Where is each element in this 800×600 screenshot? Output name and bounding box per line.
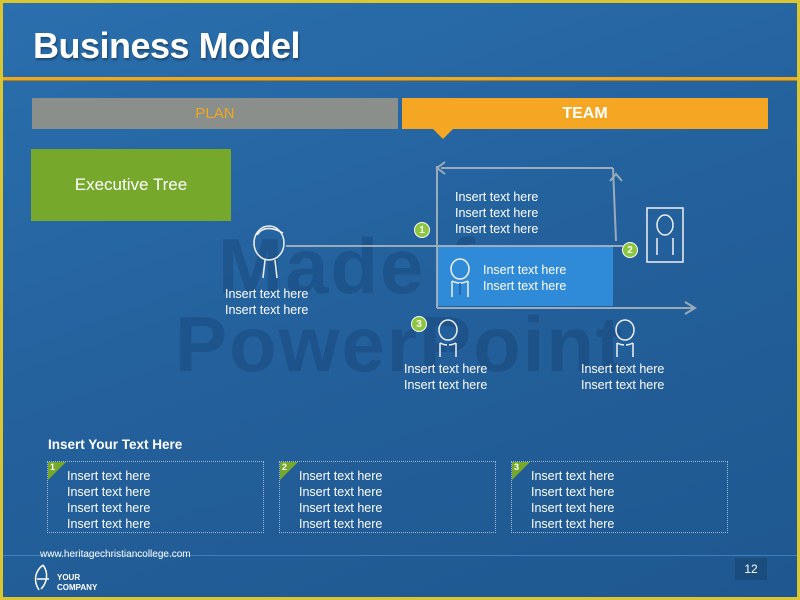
company-line: YOUR — [57, 573, 81, 582]
executive-tree-box: Executive Tree — [31, 149, 231, 221]
text-box-3: 3 Insert text here Insert text here Inse… — [511, 461, 728, 533]
bottom-right-text: Insert text here Insert text here — [581, 361, 664, 393]
person-icon-left — [253, 225, 285, 279]
company-name: YOUR COMPANY — [57, 573, 97, 593]
text-line: Insert text here — [299, 501, 383, 515]
title-underline — [3, 77, 797, 81]
text-line: Insert text here — [531, 469, 615, 483]
person-icon-bottom-right — [615, 319, 635, 357]
text-line: Insert text here — [483, 263, 567, 277]
text-line: Insert text here — [531, 501, 615, 515]
person-icon-top-right — [646, 207, 684, 263]
slide-title: Business Model — [33, 25, 301, 66]
page-number: 12 — [735, 558, 767, 580]
text-line: Insert text here — [531, 517, 615, 531]
box-corner — [280, 462, 298, 480]
text-line: Insert text here — [299, 469, 383, 483]
box-corner — [48, 462, 66, 480]
text-line: Insert text here — [225, 287, 309, 301]
box-number: 1 — [50, 462, 56, 472]
box-lines: Insert text here Insert text here Insert… — [67, 468, 150, 532]
text-line: Insert text here — [404, 362, 488, 376]
text-line: Insert text here — [581, 362, 665, 376]
text-line: Insert text here — [67, 501, 151, 515]
person-icon-highlight — [450, 258, 470, 297]
box-lines: Insert text here Insert text here Insert… — [531, 468, 614, 532]
text-line: Insert text here — [67, 469, 151, 483]
left-person-text: Insert text here Insert text here — [225, 286, 308, 318]
text-box-1: 1 Insert text here Insert text here Inse… — [47, 461, 264, 533]
text-line: Insert text here — [225, 303, 309, 317]
tab-team[interactable]: TEAM — [402, 98, 768, 129]
text-box-2: 2 Insert text here Insert text here Inse… — [279, 461, 496, 533]
top-box-text: Insert text here Insert text here Insert… — [455, 189, 538, 237]
bottom-mid-text: Insert text here Insert text here — [404, 361, 487, 393]
text-line: Insert text here — [67, 485, 151, 499]
text-line: Insert text here — [455, 206, 539, 220]
company-line: COMPANY — [57, 583, 98, 592]
highlight-text: Insert text here Insert text here — [483, 262, 566, 294]
box-number: 2 — [282, 462, 288, 472]
box-lines: Insert text here Insert text here Insert… — [299, 468, 382, 532]
text-line: Insert text here — [483, 279, 567, 293]
marker-2: 2 — [622, 242, 638, 258]
text-line: Insert text here — [531, 485, 615, 499]
box-number: 3 — [514, 462, 520, 472]
slide: Business Model PLAN TEAM Executive Tree … — [3, 3, 797, 597]
company-logo-icon — [34, 564, 49, 591]
tab-plan[interactable]: PLAN — [32, 98, 398, 129]
bottom-heading: Insert Your Text Here — [48, 437, 183, 452]
box-corner — [512, 462, 530, 480]
footer-url: www.heritagechristiancollege.com — [40, 549, 191, 560]
text-line: Insert text here — [299, 517, 383, 531]
org-diagram — [253, 161, 697, 357]
text-line: Insert text here — [581, 378, 665, 392]
text-line: Insert text here — [404, 378, 488, 392]
text-line: Insert text here — [455, 190, 539, 204]
text-line: Insert text here — [67, 517, 151, 531]
active-tab-pointer — [433, 129, 453, 139]
marker-3: 3 — [411, 316, 427, 332]
text-line: Insert text here — [299, 485, 383, 499]
person-icon-bottom-mid — [438, 319, 458, 357]
watermark-line-2: PowerPoint — [175, 300, 625, 388]
footer-divider — [3, 555, 797, 556]
marker-1: 1 — [414, 222, 430, 238]
text-line: Insert text here — [455, 222, 539, 236]
